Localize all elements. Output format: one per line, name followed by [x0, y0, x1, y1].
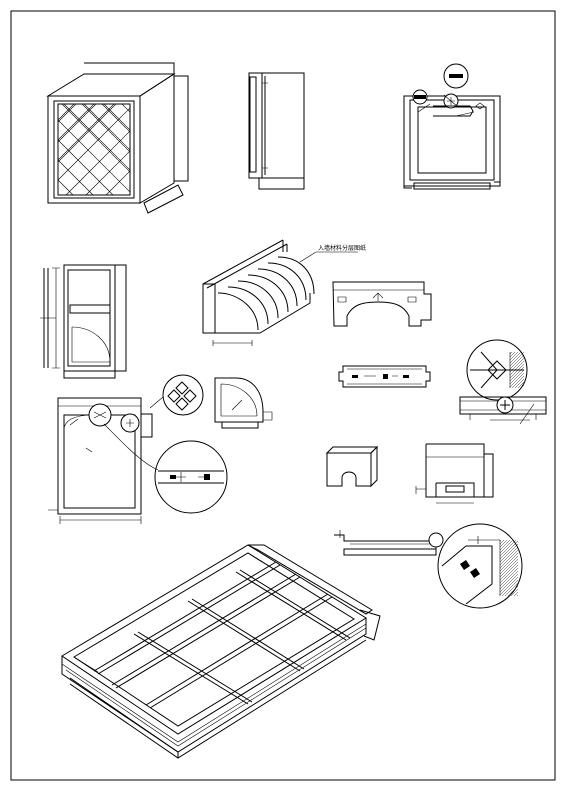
ledge-detail-zoom [334, 523, 523, 609]
curved-plate-rack: 入墙材料分层图纸 [202, 239, 366, 346]
framed-glass-panel-3d [61, 544, 381, 759]
wine-lattice-cabinet [46, 62, 189, 214]
drawer-cabinet-front [415, 443, 494, 504]
quarter-round-corner-cabinet [214, 377, 273, 429]
tall-cabinet-door-swing [40, 264, 127, 379]
decorative-rail [338, 365, 431, 388]
sheet-border [10, 10, 556, 781]
rail-detail-zoom [459, 339, 547, 425]
callout-label: 入墙材料分层图纸 [318, 244, 366, 252]
cabinet-section-with-callouts [403, 63, 501, 190]
arched-base-elevation [332, 281, 432, 327]
long-cabinet-plan-with-zoom [48, 374, 228, 524]
arched-step-block [325, 445, 379, 488]
tall-cabinet-side-view [248, 72, 305, 190]
